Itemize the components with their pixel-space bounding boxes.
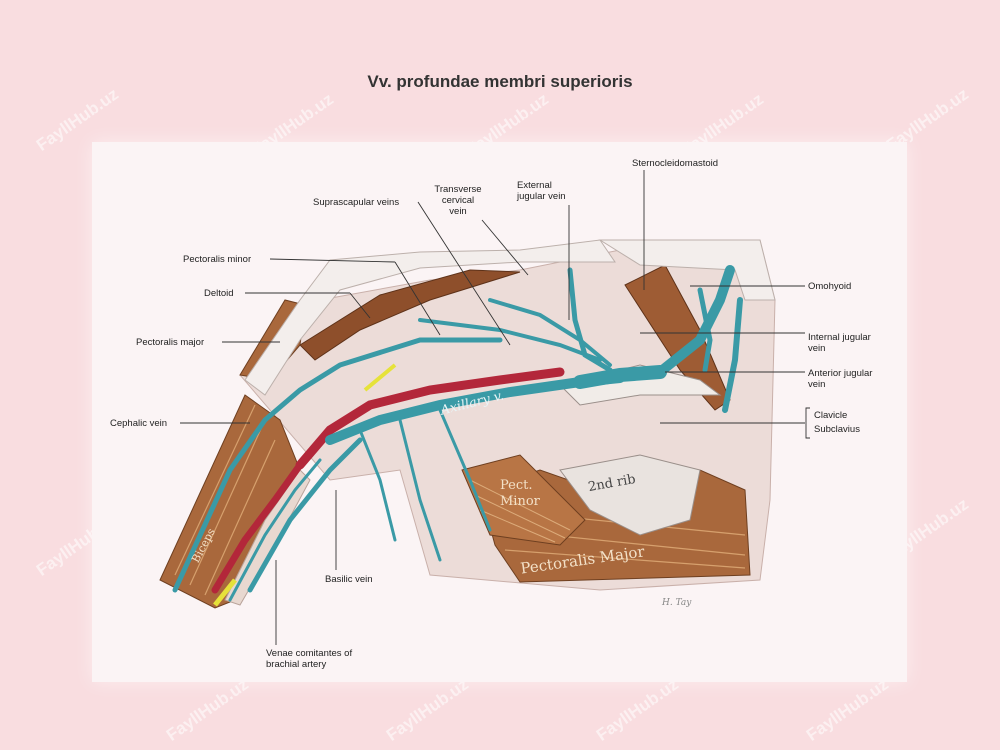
label-transverse-cervical-vein: Transverse cervical vein — [434, 184, 482, 217]
transverse-cervical-vein — [488, 298, 612, 367]
label-suprascapular-veins: Suprascapular veins — [313, 197, 400, 208]
external-jugular-vein — [567, 267, 613, 373]
nerve — [213, 578, 237, 607]
brachial-artery — [211, 461, 304, 594]
nerve — [363, 363, 397, 392]
label-external-jugular-vein: External jugular vein — [517, 180, 566, 202]
basilic-vein — [247, 437, 363, 593]
internal-jugular-vein — [655, 265, 735, 377]
figure-text-pect-minor: Pect. Minor — [500, 478, 540, 509]
anterior-jugular-vein — [697, 287, 713, 373]
venae-comitantes — [228, 458, 322, 602]
leader-lines — [180, 170, 810, 645]
page-title: Vv. profundae membri superioris — [367, 72, 633, 91]
label-anterior-jugular-vein: Anterior jugular vein — [808, 368, 873, 390]
label-venae-comitantes: Venae comitantes of brachial artery — [266, 648, 353, 670]
label-omohyoid: Omohyoid — [808, 281, 852, 292]
second-rib — [559, 454, 701, 536]
label-cephalic-vein: Cephalic vein — [110, 418, 168, 429]
label-deltoid: Deltoid — [204, 288, 234, 299]
label-subclavius: Subclavius — [814, 424, 860, 435]
label-internal-jugular-vein: Internal jugular vein — [808, 332, 871, 354]
label-pectoralis-minor: Pectoralis minor — [183, 254, 252, 265]
label-basilic-vein: Basilic vein — [325, 574, 373, 585]
label-sternocleidomastoid: Sternocleidomastoid — [632, 158, 719, 169]
subclavian-vein — [573, 365, 667, 389]
axillary-artery — [295, 367, 565, 470]
veins — [172, 265, 743, 602]
deltoid-muscle — [299, 269, 521, 361]
label-pectoralis-major: Pectoralis major — [136, 337, 205, 348]
cephalic-vein — [172, 337, 503, 593]
artist-signature: H. Tay — [662, 598, 692, 608]
label-clavicle: Clavicle — [814, 410, 848, 421]
suprascapular-veins — [418, 318, 602, 362]
